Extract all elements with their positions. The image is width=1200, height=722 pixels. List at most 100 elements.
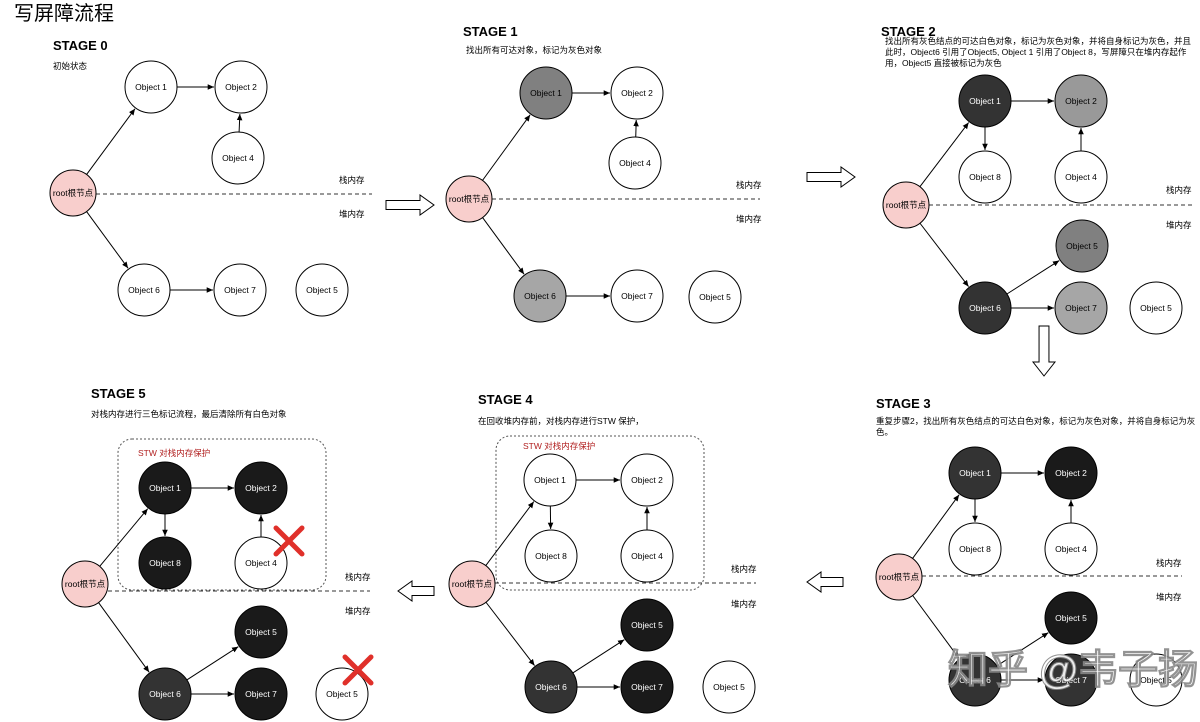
node-circle [1054, 281, 1108, 335]
node-o5: Object 5 [688, 270, 742, 324]
node-label: Object 7 [224, 285, 256, 295]
node-circle [61, 560, 109, 608]
node-o7: Object 7 [1054, 281, 1108, 335]
node-label: root根节点 [879, 572, 920, 582]
node-circle [295, 263, 349, 317]
stack-memory-label: 栈内存 [1166, 185, 1192, 195]
node-o6: Object 6 [958, 281, 1012, 335]
node-o5b: Object 5 [1129, 653, 1183, 707]
node-circle [1129, 281, 1183, 335]
node-circle [234, 667, 288, 721]
heap-memory-label: 堆内存 [1156, 592, 1182, 602]
node-label: Object 5 [699, 292, 731, 302]
stage-description: 用，Object5 直接被标记为灰色 [885, 58, 1002, 68]
reference-edge-o4-o2 [236, 113, 243, 133]
node-label: Object 7 [245, 689, 277, 699]
node-label: Object 4 [245, 558, 277, 568]
node-o2: Object 2 [1054, 74, 1108, 128]
node-label: Object 2 [1055, 468, 1087, 478]
node-o8: Object 8 [948, 522, 1002, 576]
node-label: Object 2 [621, 88, 653, 98]
node-circle [445, 175, 493, 223]
reference-edge-root-o1 [99, 508, 149, 567]
node-label: root根节点 [449, 194, 490, 204]
reference-edge-root-o6 [485, 601, 535, 666]
node-o4: Object 4 [234, 536, 288, 590]
node-o8: Object 8 [958, 150, 1012, 204]
arrow-stage4-to-5 [397, 580, 435, 602]
reference-edge-root-o6 [912, 595, 960, 659]
node-label: Object 6 [128, 285, 160, 295]
node-o1: Object 1 [948, 446, 1002, 500]
node-circle [882, 181, 930, 229]
arrow-stage0-to-1 [385, 194, 435, 216]
stage-title: STAGE 4 [478, 392, 533, 407]
reference-edge-root-o6 [86, 211, 129, 269]
node-circle [1129, 653, 1183, 707]
node-circle [1054, 74, 1108, 128]
node-o2: Object 2 [234, 461, 288, 515]
stage-s3: STAGE 3重复步骤2，找出所有灰色结点的可达白色对象，标记为灰色对象，并将自… [875, 396, 1195, 707]
stage-s5: STAGE 5对栈内存进行三色标记流程，最后清除所有白色对象栈内存堆内存STW … [61, 386, 374, 721]
node-circle [1044, 446, 1098, 500]
node-circle [688, 270, 742, 324]
stack-memory-label: 栈内存 [345, 572, 371, 582]
node-root: root根节点 [49, 169, 97, 217]
node-label: root根节点 [53, 188, 94, 198]
node-label: Object 5 [1140, 675, 1172, 685]
node-circle [124, 60, 178, 114]
node-o2: Object 2 [214, 60, 268, 114]
node-label: Object 5 [1055, 613, 1087, 623]
node-label: Object 1 [534, 475, 566, 485]
node-label: root根节点 [452, 579, 493, 589]
node-o5b: Object 5 [315, 667, 369, 721]
stw-label: STW 对栈内存保护 [138, 448, 210, 458]
node-label: Object 6 [535, 682, 567, 692]
reference-edge-o6-o5 [1006, 260, 1060, 295]
node-label: Object 4 [631, 551, 663, 561]
node-circle [211, 131, 265, 185]
node-circle [138, 536, 192, 590]
heap-memory-label: 堆内存 [1166, 220, 1192, 230]
node-label: Object 4 [222, 153, 254, 163]
reference-edge-o6-o5 [186, 646, 239, 681]
node-circle [610, 269, 664, 323]
node-o2: Object 2 [620, 453, 674, 507]
node-label: Object 5 [631, 620, 663, 630]
node-label: Object 8 [149, 558, 181, 568]
reference-edge-root-o6 [482, 217, 525, 275]
node-label: Object 2 [225, 82, 257, 92]
node-circle [1054, 150, 1108, 204]
stage-description: 此时，Object6 引用了Object5, Object 1 引用了Objec… [885, 47, 1187, 57]
node-circle [958, 281, 1012, 335]
node-label: Object 6 [969, 303, 1001, 313]
red-cross-icon [342, 654, 374, 686]
node-o1: Object 1 [519, 66, 573, 120]
node-label: Object 5 [1140, 303, 1172, 313]
arrow-stage2-to-3 [1031, 325, 1057, 377]
node-o7: Object 7 [213, 263, 267, 317]
node-label: Object 7 [1065, 303, 1097, 313]
node-o6: Object 6 [138, 667, 192, 721]
node-o4: Object 4 [1054, 150, 1108, 204]
node-o4: Object 4 [211, 131, 265, 185]
reference-edge-o6-o5 [996, 632, 1049, 667]
node-o7: Object 7 [610, 269, 664, 323]
node-label: Object 5 [306, 285, 338, 295]
reference-edge-root-o6 [98, 602, 150, 673]
reference-edge-root-o1 [919, 122, 970, 187]
node-o4: Object 4 [620, 529, 674, 583]
node-o5: Object 5 [620, 598, 674, 652]
node-o5: Object 5 [1055, 219, 1109, 273]
node-circle [875, 553, 923, 601]
node-label: Object 8 [535, 551, 567, 561]
node-circle [234, 605, 288, 659]
node-circle [234, 536, 288, 590]
node-label: Object 8 [969, 172, 1001, 182]
node-circle [49, 169, 97, 217]
node-root: root根节点 [875, 553, 923, 601]
node-label: Object 7 [631, 682, 663, 692]
red-cross-icon [273, 525, 305, 557]
